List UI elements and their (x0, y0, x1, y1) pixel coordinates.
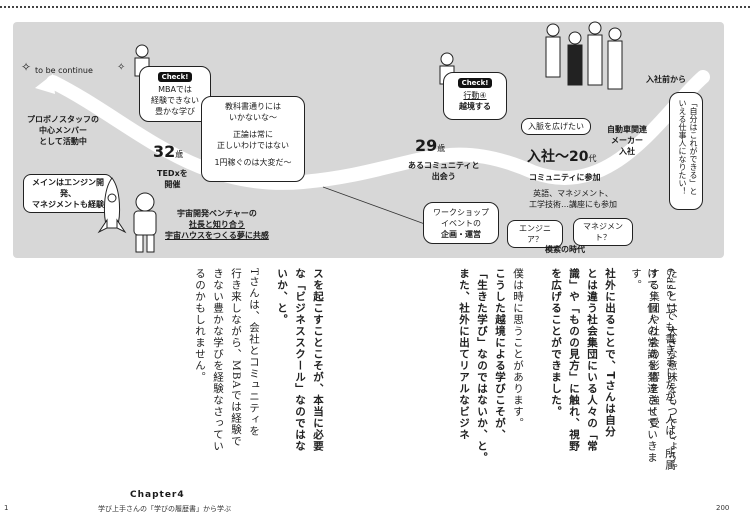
body-column: けて、個人の常識を発達させていきます。 (630, 268, 658, 464)
body-column-bold: 社外に出ることで、Tさんは自分 (604, 268, 616, 438)
body-column: るのかもしれません。 (194, 268, 206, 383)
body-column-bold: 「生きた学び」なのではないか、と。 (476, 268, 488, 464)
group-people-icon (545, 21, 623, 90)
join-company-age: 入社〜20代 (527, 149, 597, 165)
body-column-bold: な「ビジネススクール」なのではな (294, 268, 306, 452)
check1-line: 経験できない (151, 96, 199, 105)
body-column: きない豊かな学びを経験なさってい (212, 268, 224, 452)
check1-line: 豊かな学び (155, 107, 195, 116)
english-label: 英語、マネジメント、工学技術…講座にも参加 (529, 189, 617, 209)
vertical-goal-bubble: 「自分はこれができる」と いえる仕事人になりたい！ (669, 92, 703, 210)
body-column-bold: こうした越境による学びこそが、 (494, 268, 506, 441)
check-badge: Check! (157, 72, 193, 82)
body-column: Case 1でも書きましたが、人は、所属する集団や社会の影響を強く受 (648, 268, 676, 471)
body-column: Tさんは、会社とコミュニティを (248, 268, 260, 438)
probono-label: プロボノスタッフの 中心メンバー として活動中 (27, 115, 99, 146)
page-number-left: 1 (4, 504, 9, 512)
to-be-continue: to be continue (35, 66, 93, 75)
rocket-icon (97, 177, 127, 234)
auto-maker-label: 自動車関連 メーカー 入社 (607, 125, 647, 156)
groping-era-label: 模索の時代 (545, 245, 585, 254)
community-join-label: コミュニティに参加 (529, 173, 601, 182)
engineer-bubble: エンジニア？ (507, 220, 563, 248)
before-join-label: 入社前から (646, 75, 686, 84)
chapter-subtitle: 学び上手さんの「学びの履歴書」から学ぶ (98, 505, 231, 513)
check-bubble-mba: Check! MBAでは 経験できない 豊かな学び (139, 66, 211, 122)
sparkle-icon: ✧ (117, 62, 126, 73)
career-flow-path (35, 70, 710, 228)
astronaut-icon (133, 192, 157, 253)
age-32: 32歳 (153, 142, 184, 161)
top-dotted-rule (0, 6, 750, 8)
manager-bubble: マネジメント？ (573, 218, 633, 246)
sparkle-icon: ✧ (21, 60, 32, 74)
engine-label: メインはエンジン開発、マネジメントも経験 (23, 174, 113, 213)
age-29: 29歳 (415, 136, 446, 155)
check-bubble-crossing: Check! 行動④ 越境する (443, 72, 507, 120)
body-column-bold: スを起こすことこそが、本当に必要 (312, 268, 324, 452)
body-column: たことは、大きな意味をもつでしょう。 (666, 268, 678, 475)
check1-line: MBAでは (158, 85, 192, 94)
tedx-label: TEDxを開催 (157, 169, 188, 189)
body-column: 行き来しながら、MBAでは経験で (230, 268, 242, 447)
body-column: 僕は時に思うことがあります。 (512, 268, 524, 429)
body-column-bold: また、社外に出てリアルなビジネ (458, 268, 470, 441)
community-meet-label: あるコミュニティと出会う (408, 161, 480, 181)
career-diagram-panel: ✧ to be continue ✧ Check! MBAでは 経験できない 豊… (13, 21, 724, 258)
chapter-label: Chapter4 (130, 490, 185, 500)
body-column-bold: 識」や「ものの見方」に触れ、視野 (568, 268, 580, 452)
workshop-bubble: ワークショップ イベントの 企画・運営 (423, 202, 499, 244)
body-column-bold: いか、と。 (276, 268, 288, 326)
check-badge: Check! (457, 78, 493, 88)
body-column-bold: とは違う社会集団にいる人々の「常 (586, 268, 598, 452)
page-number-right: 200 (716, 504, 730, 512)
textbook-thoughts-bubble: 教科書通りには いかないな〜 正論は常に 正しいわけではない 1円稼ぐのは大変だ… (201, 96, 305, 182)
expand-network-bubble: 入脈を広げたい (521, 118, 591, 135)
space-venture-label: 宇宙開発ベンチャーの 社長と知り合う 宇宙ハウスをつくる夢に共感 (165, 209, 269, 240)
body-column-bold: を広げることができました。 (550, 268, 562, 418)
